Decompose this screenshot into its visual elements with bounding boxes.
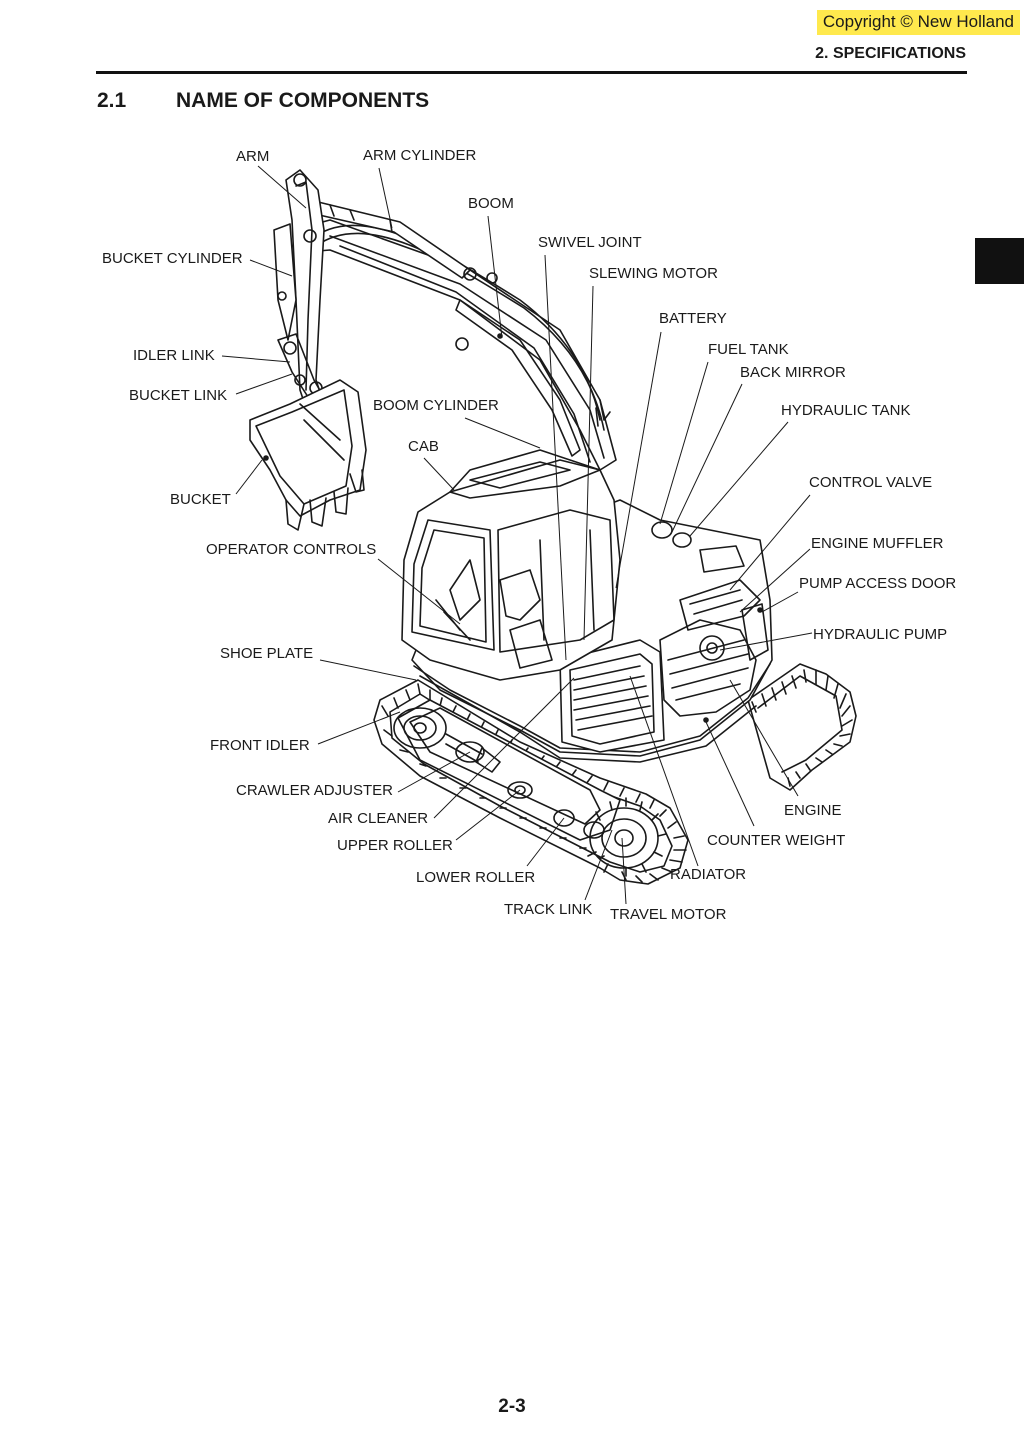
chapter-tab-marker [975,238,1024,284]
label-counter-weight: COUNTER WEIGHT [707,832,845,849]
label-travel-motor: TRAVEL MOTOR [610,906,727,923]
boom-assembly [299,199,617,471]
label-front-idler: FRONT IDLER [210,737,310,754]
label-bucket: BUCKET [170,491,231,508]
label-back-mirror: BACK MIRROR [740,364,846,381]
label-track-link: TRACK LINK [504,901,592,918]
label-arm: ARM [236,148,269,165]
page-number: 2-3 [498,1396,526,1417]
excavator-illustration [249,169,857,885]
label-shoe-plate: SHOE PLATE [220,645,313,662]
label-lower-roller: LOWER ROLLER [416,869,535,886]
label-cab: CAB [408,438,439,455]
label-pump-access-door: PUMP ACCESS DOOR [799,575,956,592]
label-bucket-link: BUCKET LINK [129,387,227,404]
cab-structure [401,449,621,681]
label-slewing-motor: SLEWING MOTOR [589,265,718,282]
label-boom-cylinder: BOOM CYLINDER [373,397,499,414]
section-header: 2. SPECIFICATIONS [815,45,966,62]
label-idler-link: IDLER LINK [133,347,215,364]
label-hydraulic-pump: HYDRAULIC PUMP [813,626,947,643]
label-boom: BOOM [468,195,514,212]
label-air-cleaner: AIR CLEANER [328,810,428,827]
label-operator-controls: OPERATOR CONTROLS [206,541,376,558]
section-number: 2.1 [97,89,127,112]
label-engine: ENGINE [784,802,842,819]
copyright-notice: Copyright © New Holland [816,10,1020,35]
label-bucket-cylinder: BUCKET CYLINDER [102,250,243,267]
rear-track [747,663,857,791]
label-battery: BATTERY [659,310,727,327]
component-labels: ARM ARM CYLINDER BOOM SWIVEL JOINT BUCKE… [102,147,956,923]
leader-lines [221,165,813,905]
bucket-assembly [249,379,367,531]
arm-assembly [273,169,327,421]
section-title: NAME OF COMPONENTS [176,89,430,112]
header-rule [96,71,967,74]
label-hydraulic-tank: HYDRAULIC TANK [781,402,910,419]
label-upper-roller: UPPER ROLLER [337,837,453,854]
label-crawler-adjuster: CRAWLER ADJUSTER [236,782,393,799]
label-engine-muffler: ENGINE MUFFLER [811,535,944,552]
label-fuel-tank: FUEL TANK [708,341,789,358]
track-frame [393,699,667,877]
label-arm-cylinder: ARM CYLINDER [363,147,477,164]
label-swivel-joint: SWIVEL JOINT [538,234,642,251]
label-control-valve: CONTROL VALVE [809,474,932,491]
label-radiator: RADIATOR [670,866,746,883]
